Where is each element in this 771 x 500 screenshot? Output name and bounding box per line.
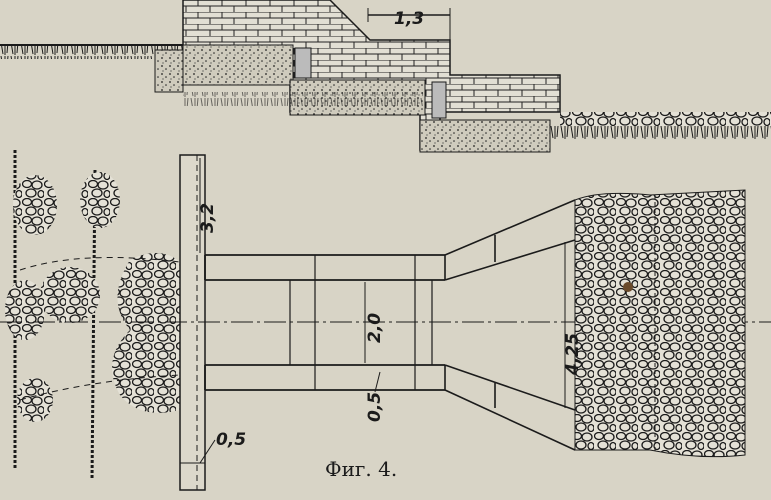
stone-fill-left [112,252,180,413]
dim-channel-width: 2,0 [365,313,385,343]
plan-view: 3,2 2,0 4,25 0,5 0,5 Фиг. 4. [0,150,771,491]
pebble-bed [560,112,771,126]
dim-side-thickness: 0,5 [216,430,246,450]
hatched-joint [431,81,447,119]
ground-right [550,126,771,140]
hatched-joint [294,47,312,79]
dim-wall-thickness: 0,5 [365,392,385,422]
tree-crown [80,172,120,228]
figure-caption: Фиг. 4. [325,457,397,481]
foundation-block [154,49,184,93]
foundation-step-1 [182,44,294,86]
riprap-apron [574,189,746,458]
dim-step-width: 1,3 [394,9,424,29]
section-view: 1,3 [0,0,771,153]
tree-crown [17,378,53,422]
dim-outlet-width: 4,25 [563,333,583,376]
foundation-step-3 [419,119,551,153]
dim-wall-length: 3,2 [198,203,218,233]
tree-crown [13,175,57,235]
tree-crown [5,280,45,340]
ground-left [0,45,185,59]
tree-crown [40,267,100,323]
